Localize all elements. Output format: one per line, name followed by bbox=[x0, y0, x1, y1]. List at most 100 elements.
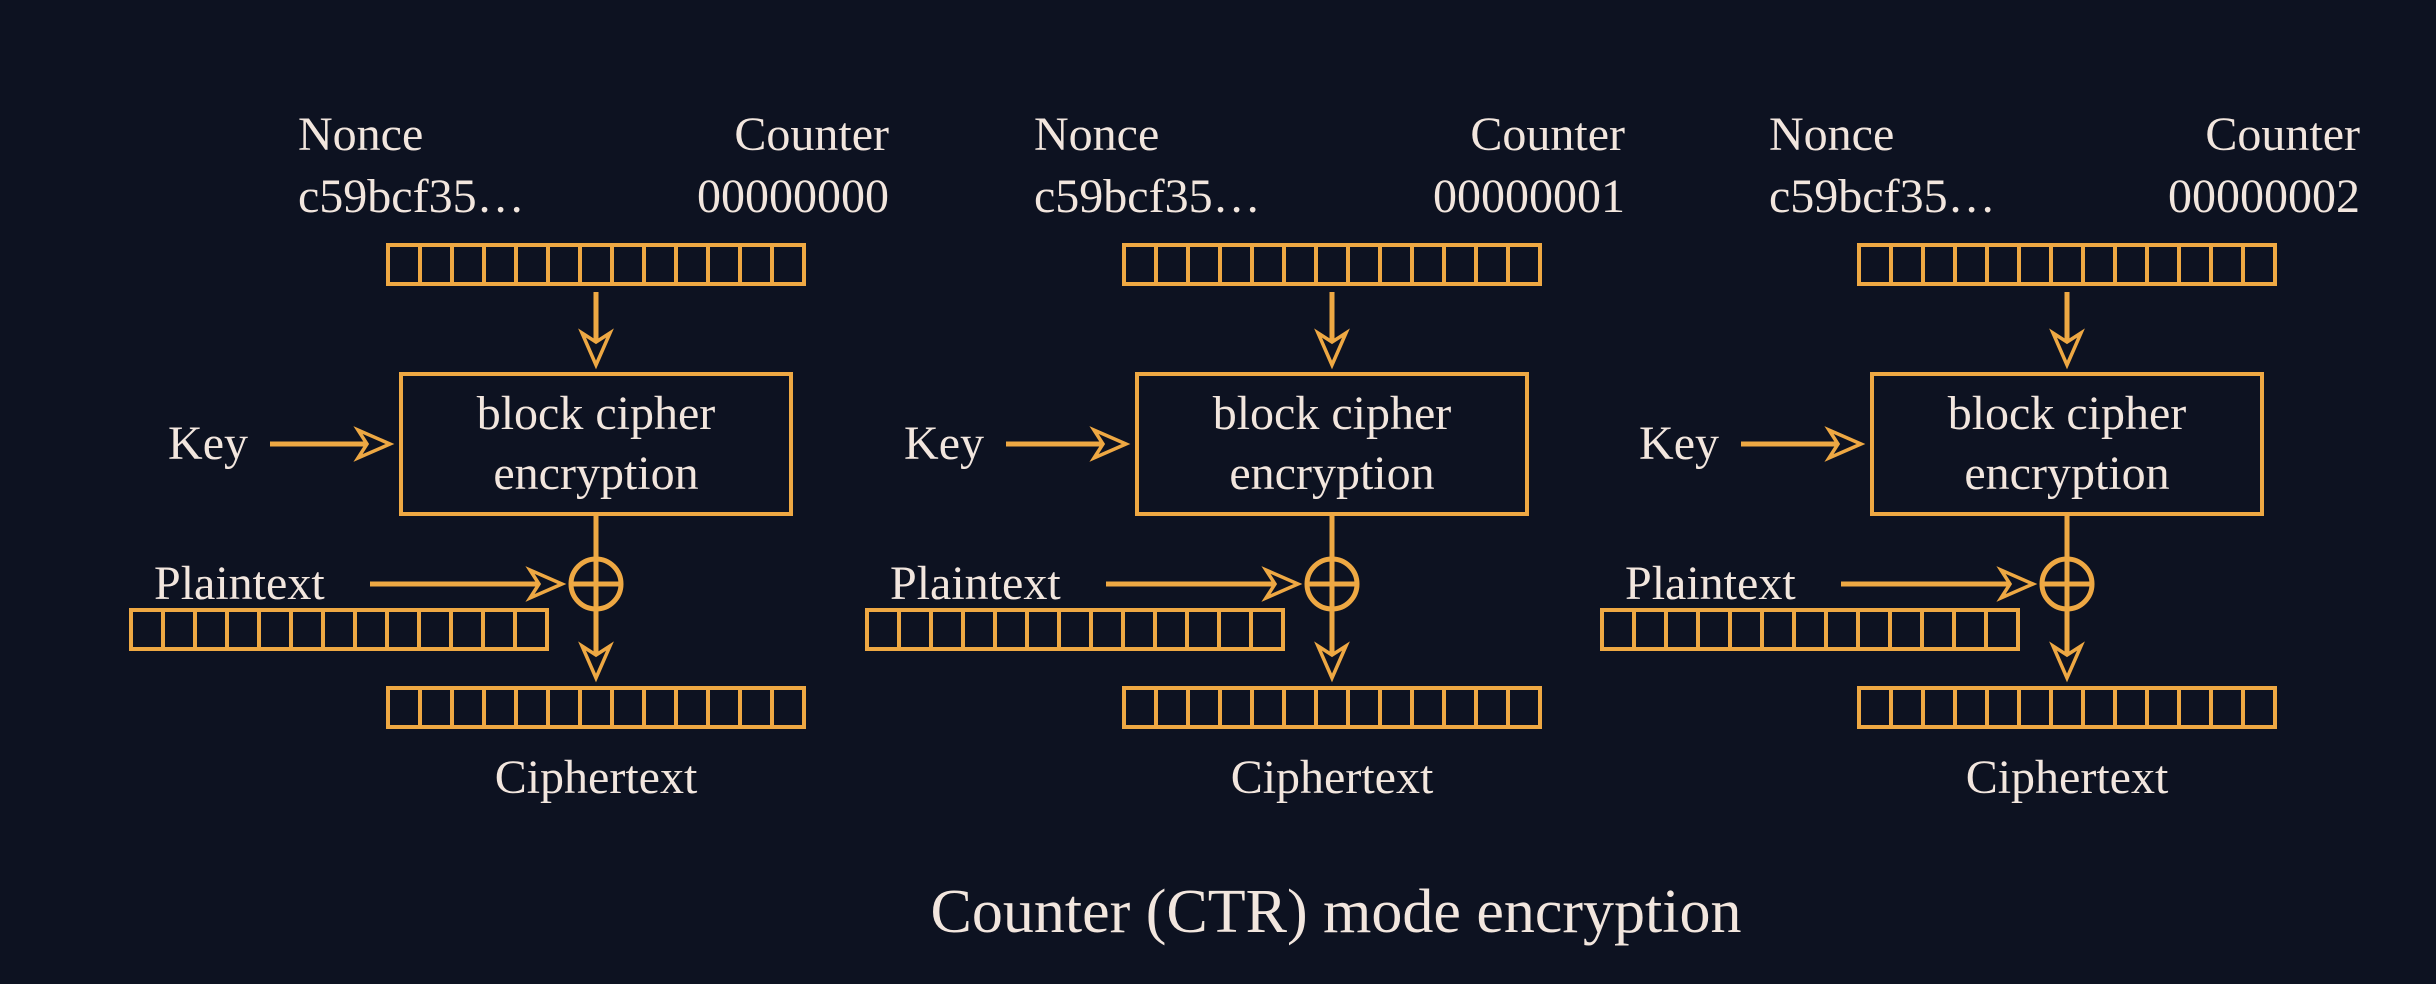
bit-cell bbox=[422, 247, 454, 282]
arrowhead-down-icon bbox=[578, 641, 614, 683]
bit-cell bbox=[1893, 247, 1925, 282]
bit-cell bbox=[1222, 247, 1254, 282]
bit-cell bbox=[1382, 690, 1414, 725]
ciphertext-bits bbox=[1857, 686, 2277, 729]
arrowhead-right-icon bbox=[1261, 566, 1303, 602]
bit-cell bbox=[454, 690, 486, 725]
ciphertext-label: Ciphertext bbox=[494, 751, 698, 804]
bit-cell bbox=[1604, 612, 1636, 647]
bit-cell bbox=[1382, 247, 1414, 282]
bit-cell bbox=[2053, 690, 2085, 725]
counter-label: Counter bbox=[1470, 108, 1625, 161]
bit-cell bbox=[646, 690, 678, 725]
bit-cell bbox=[1157, 612, 1189, 647]
bit-cell bbox=[614, 690, 646, 725]
key-label: Key bbox=[904, 417, 984, 470]
arrowhead-down-icon bbox=[1314, 641, 1350, 683]
bit-cell bbox=[229, 612, 261, 647]
bit-cell bbox=[1925, 690, 1957, 725]
bit-cell bbox=[1957, 247, 1989, 282]
bit-cell bbox=[550, 690, 582, 725]
diagram-title: Counter (CTR) mode encryption bbox=[930, 878, 1742, 946]
bit-cell bbox=[1222, 690, 1254, 725]
bit-cell bbox=[582, 247, 614, 282]
bit-cell bbox=[486, 247, 518, 282]
bit-cell bbox=[774, 690, 802, 725]
bit-cell bbox=[1764, 612, 1796, 647]
bit-cell bbox=[614, 247, 646, 282]
bit-cell bbox=[1286, 247, 1318, 282]
bit-cell bbox=[646, 247, 678, 282]
encryption-block-3: Nonce c59bcf35… Counter 00000002 block c… bbox=[1597, 0, 2367, 830]
bit-cell bbox=[1318, 690, 1350, 725]
block-1-wires bbox=[270, 292, 624, 683]
encryption-block-2: Nonce c59bcf35… Counter 00000001 block c… bbox=[862, 0, 1632, 830]
block-cipher-box: block cipher encryption bbox=[1135, 372, 1529, 516]
bit-cell bbox=[1221, 612, 1253, 647]
bit-cell bbox=[133, 612, 165, 647]
bit-cell bbox=[390, 690, 422, 725]
bit-cell bbox=[2021, 247, 2053, 282]
bit-cell bbox=[1350, 690, 1382, 725]
encryption-block-1: Nonce c59bcf35… Counter 00000000 block c… bbox=[126, 0, 896, 830]
bit-cell bbox=[1254, 690, 1286, 725]
bit-cell bbox=[550, 247, 582, 282]
bit-cell bbox=[710, 690, 742, 725]
nonce-label: Nonce bbox=[1034, 108, 1160, 161]
bit-cell bbox=[2181, 690, 2213, 725]
bit-cell bbox=[1446, 247, 1478, 282]
block-cipher-box-line2: encryption bbox=[1229, 447, 1435, 500]
nonce-value: c59bcf35… bbox=[1034, 170, 1261, 223]
bit-cell bbox=[582, 690, 614, 725]
block-3-wires bbox=[1741, 292, 2095, 683]
bit-cell bbox=[390, 247, 422, 282]
key-label: Key bbox=[168, 417, 248, 470]
bit-cell bbox=[1414, 690, 1446, 725]
bit-cell bbox=[2117, 690, 2149, 725]
bit-cell bbox=[965, 612, 997, 647]
nonce-value: c59bcf35… bbox=[298, 170, 525, 223]
arrowhead-right-icon bbox=[1996, 566, 2038, 602]
bit-cell bbox=[1989, 690, 2021, 725]
bit-cell bbox=[1860, 612, 1892, 647]
bit-cell bbox=[1446, 690, 1478, 725]
arrowhead-right-icon bbox=[353, 426, 395, 462]
bit-cell bbox=[1414, 247, 1446, 282]
ciphertext-label: Ciphertext bbox=[1965, 751, 2169, 804]
nonce-label: Nonce bbox=[1769, 108, 1895, 161]
bit-cell bbox=[197, 612, 229, 647]
ciphertext-label: Ciphertext bbox=[1230, 751, 1434, 804]
bit-cell bbox=[1636, 612, 1668, 647]
nonce-counter-bits bbox=[1857, 243, 2277, 286]
bit-cell bbox=[1061, 612, 1093, 647]
bit-cell bbox=[357, 612, 389, 647]
bit-cell bbox=[1126, 690, 1158, 725]
counter-label: Counter bbox=[2205, 108, 2360, 161]
bit-cell bbox=[933, 612, 965, 647]
counter-value: 00000000 bbox=[697, 170, 889, 223]
counter-label-group: Counter 00000000 bbox=[697, 104, 889, 228]
bit-cell bbox=[2021, 690, 2053, 725]
bit-cell bbox=[1029, 612, 1061, 647]
plaintext-label: Plaintext bbox=[1625, 557, 1796, 610]
bit-cell bbox=[1190, 247, 1222, 282]
nonce-counter-bits bbox=[1122, 243, 1542, 286]
ciphertext-bits bbox=[1122, 686, 1542, 729]
counter-label-group: Counter 00000001 bbox=[1433, 104, 1625, 228]
xor-icon bbox=[568, 556, 624, 612]
bit-cell bbox=[1158, 247, 1190, 282]
bit-cell bbox=[1700, 612, 1732, 647]
plaintext-bits bbox=[129, 608, 549, 651]
bit-cell bbox=[1189, 612, 1221, 647]
arrowhead-right-icon bbox=[1824, 426, 1866, 462]
ciphertext-bits bbox=[386, 686, 806, 729]
nonce-value: c59bcf35… bbox=[1769, 170, 1996, 223]
bit-cell bbox=[293, 612, 325, 647]
nonce-label-group: Nonce c59bcf35… bbox=[1034, 104, 1261, 228]
bit-cell bbox=[2085, 690, 2117, 725]
bit-cell bbox=[1989, 247, 2021, 282]
bit-cell bbox=[1861, 247, 1893, 282]
bit-cell bbox=[678, 247, 710, 282]
bit-cell bbox=[1478, 247, 1510, 282]
